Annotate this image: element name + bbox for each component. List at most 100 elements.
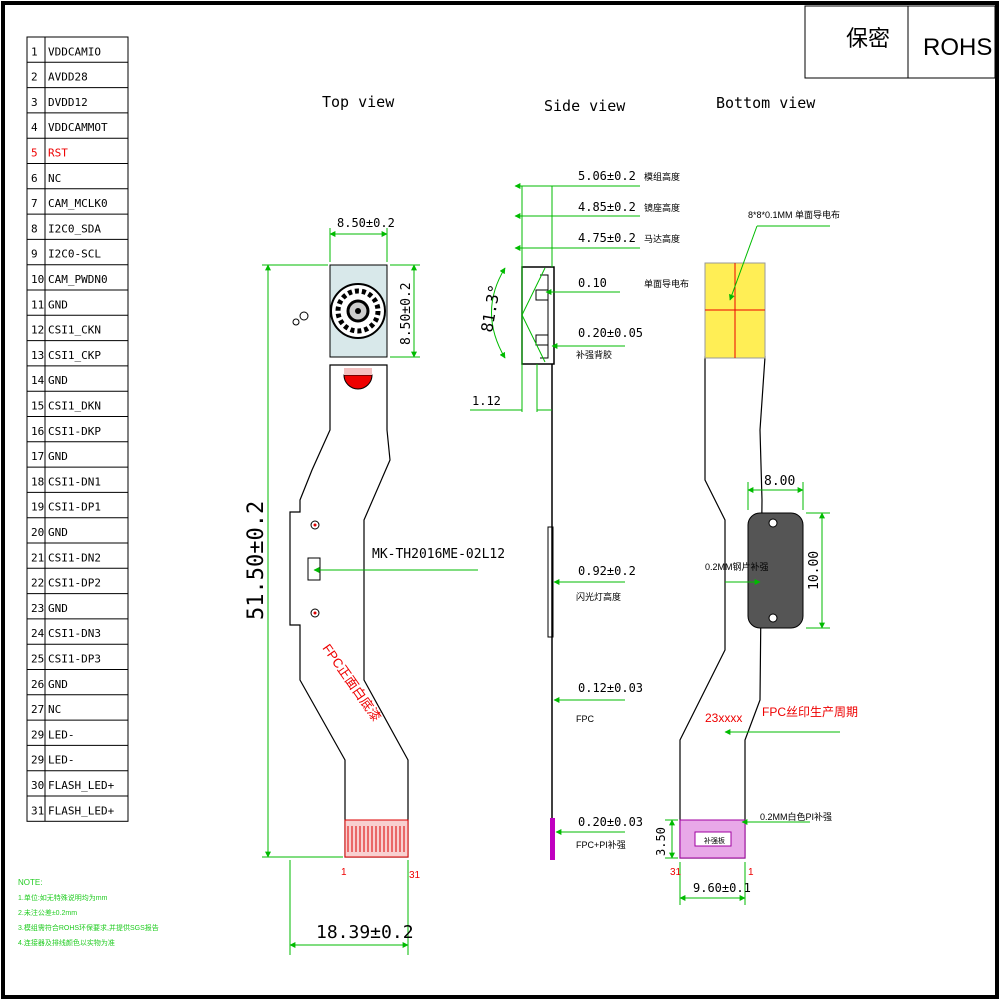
pin-name: CSI1-DN2 [48, 551, 101, 564]
pin-number: 9 [31, 248, 38, 261]
note-line: NOTE: [18, 878, 42, 887]
top-pin-last: 31 [409, 870, 421, 881]
pin-number: 14 [31, 374, 45, 387]
pin-number: 10 [31, 273, 44, 286]
pi-note: 0.2MM白色PI补强 [760, 811, 832, 822]
pin-name: CSI1-DN1 [48, 475, 101, 488]
steel-hole-top [768, 518, 778, 528]
pin-name: VDDCAMIO [48, 45, 101, 58]
pin-name: CSI1_DKN [48, 400, 101, 413]
side-dim-note: 闪光灯高度 [576, 591, 621, 602]
pin-number: 31 [31, 804, 44, 817]
pin-name: FLASH_LED+ [48, 804, 115, 817]
pin-number: 19 [31, 501, 44, 514]
pin-name: I2C0-SCL [48, 248, 101, 261]
general-notes: NOTE:1.单位:如无特殊说明均为mm2.未注公差±0.2mm3.模组需符合R… [18, 878, 159, 947]
date-code-note: FPC丝印生产周期 [762, 705, 858, 719]
bottom-view: 补强板 8*8*0.1MM 单面导电布 8.00 10.00 0.2MM钢片补强… [654, 209, 858, 905]
pin-name: CSI1_CKP [48, 349, 101, 362]
top-total-width-dim: 18.39±0.2 [316, 922, 414, 943]
side-flash-part [547, 526, 554, 638]
pin-name: NC [48, 172, 61, 185]
pin-name: AVDD28 [48, 71, 88, 84]
pin-name: CSI1-DKP [48, 425, 101, 438]
pin-number: 24 [31, 627, 45, 640]
pin-name: GND [48, 602, 68, 615]
pi-height-dim: 3.50 [654, 827, 668, 856]
side-angle: 81.3° [477, 283, 504, 334]
pin-number: 22 [31, 577, 44, 590]
steel-height-dim: 10.00 [807, 551, 822, 590]
pin-name: I2C0_SDA [48, 222, 101, 235]
pin-name: GND [48, 526, 68, 539]
steel-stiffener [747, 512, 804, 629]
pin-name: DVDD12 [48, 96, 88, 109]
top-length-dim: 51.50±0.2 [244, 501, 269, 620]
pin-number: 15 [31, 400, 44, 413]
side-dim-note: 补强背胶 [576, 349, 612, 360]
side-dim-note: 镜座高度 [644, 202, 680, 213]
pin-number: 29 [31, 728, 44, 741]
lens-thread [335, 288, 381, 334]
bottom-width-dim: 9.60±0.1 [693, 881, 751, 895]
pin-number: 26 [31, 678, 44, 691]
pin-name: NC [48, 703, 61, 716]
pin-number: 2 [31, 71, 38, 84]
confidential-label: 保密 [846, 26, 890, 51]
pin-number: 13 [31, 349, 44, 362]
bottom-pin-left: 31 [670, 867, 682, 878]
steel-hole-bottom [768, 613, 778, 623]
side-view-title: Side view [544, 97, 626, 115]
side-dim-note: 单面导电布 [644, 278, 689, 289]
side-dim-value: 0.92±0.2 [578, 564, 636, 578]
pin-number: 17 [31, 450, 44, 463]
side-dim-note: 马达高度 [644, 233, 680, 244]
pin-number: 30 [31, 779, 44, 792]
note-line: 2.未注公差±0.2mm [18, 908, 77, 917]
tape-note: 8*8*0.1MM 单面导电布 [748, 209, 840, 220]
side-dim-value: 4.85±0.2 [578, 200, 636, 214]
pin-name: FLASH_LED+ [48, 779, 115, 792]
pin-name: RST [48, 147, 68, 160]
title-block: 保密 ROHS [804, 5, 996, 79]
side-dim-value: 0.20±0.03 [578, 815, 643, 829]
pin-name: LED- [48, 728, 75, 741]
pin-name: CSI1-DP2 [48, 577, 101, 590]
top-view: FPC正面白底漆 1 31 8.50±0.2 8.50±0.2 51.50±0.… [244, 216, 505, 955]
rohs-label: ROHS [923, 34, 992, 61]
side-dim-value: 5.06±0.2 [578, 169, 636, 183]
pin-name: GND [48, 374, 68, 387]
pin-number: 27 [31, 703, 44, 716]
bottom-pin-right: 1 [748, 867, 754, 878]
note-line: 3.模组需符合ROHS环保要求,并提供SGS报告 [18, 923, 159, 932]
pin-name: LED- [48, 754, 75, 767]
pin-name: GND [48, 678, 68, 691]
pin-number: 18 [31, 475, 44, 488]
side-pi-stiffener [550, 818, 555, 860]
pin-name: VDDCAMMOT [48, 121, 108, 134]
part-number-box [307, 557, 321, 581]
mount-hole-top [310, 520, 320, 530]
side-offset: 1.12 [472, 394, 501, 408]
top-view-title: Top view [322, 93, 395, 111]
pin-number: 12 [31, 324, 44, 337]
side-dim-value: 4.75±0.2 [578, 231, 636, 245]
pin-number: 16 [31, 425, 44, 438]
note-line: 4.连接器及排线颜色以实物为准 [18, 938, 115, 947]
top-height-dim: 8.50±0.2 [399, 282, 414, 345]
part-number: MK-TH2016ME-02L12 [372, 547, 505, 562]
pin-name: CSI1-DP3 [48, 653, 101, 666]
pin-name: CAM_PWDN0 [48, 273, 108, 286]
pin-name: CAM_MCLK0 [48, 197, 108, 210]
steel-note: 0.2MM钢片补强 [705, 561, 769, 572]
side-dim-value: 0.12±0.03 [578, 681, 643, 695]
mount-hole-bottom [310, 608, 320, 618]
side-dim-note: FPC+PI补强 [576, 839, 626, 850]
pin-number: 5 [31, 147, 38, 160]
steel-width-dim: 8.00 [764, 474, 795, 489]
side-dim-value: 0.20±0.05 [578, 326, 643, 340]
bottom-view-title: Bottom view [716, 94, 816, 112]
pin-name: CSI1_CKN [48, 324, 101, 337]
